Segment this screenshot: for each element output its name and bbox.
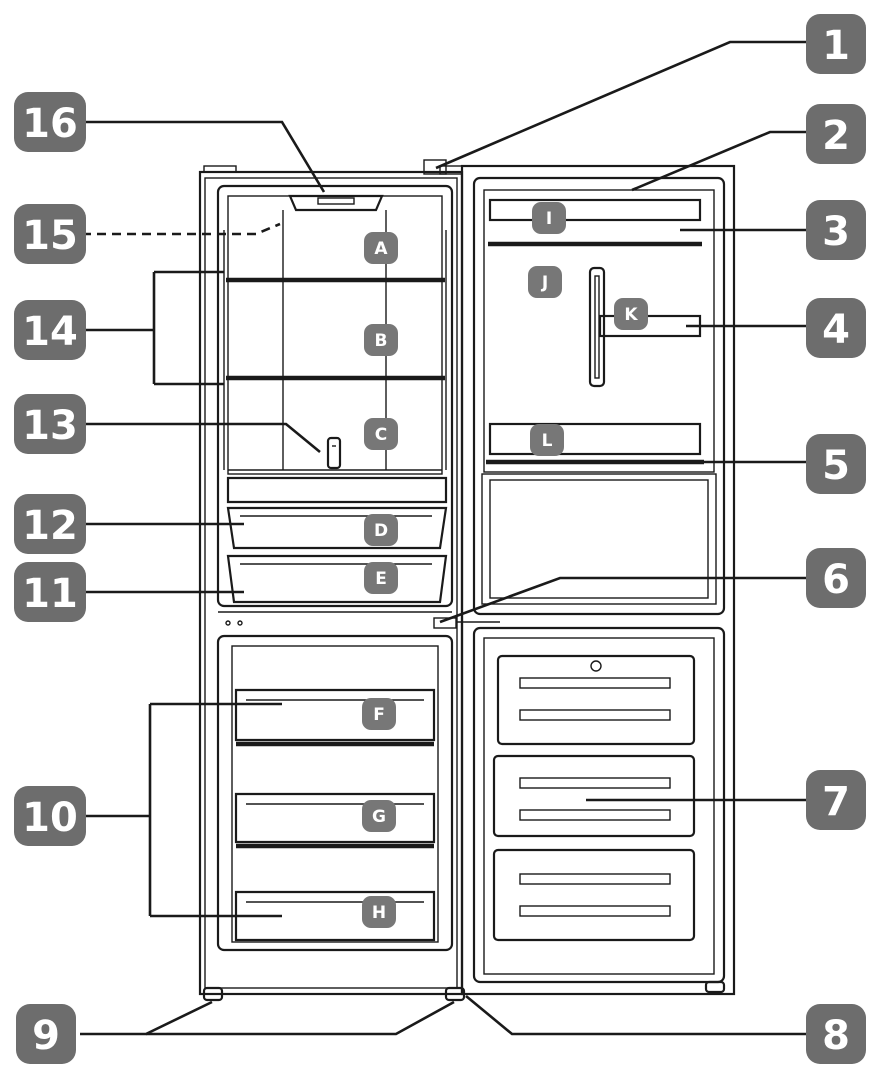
callout-label: 7 <box>822 779 850 825</box>
zone-label: K <box>624 305 638 325</box>
zone-badge-k: K <box>614 298 648 330</box>
zone-label: E <box>375 569 387 589</box>
callout-label: 9 <box>32 1013 60 1059</box>
callout-badges: 1 2 3 4 5 6 7 8 <box>14 14 866 1064</box>
callout-badge-5: 5 <box>806 434 866 494</box>
callout-label: 3 <box>822 209 850 255</box>
zone-badge-l: L <box>530 424 564 456</box>
callout-label: 5 <box>822 443 850 489</box>
zone-label: D <box>374 521 388 541</box>
zone-badge-a: A <box>364 232 398 264</box>
callout-badge-1: 1 <box>806 14 866 74</box>
callout-label: 10 <box>22 795 78 841</box>
zone-badge-c: C <box>364 418 398 450</box>
callout-label: 13 <box>22 403 78 449</box>
callout-badge-8: 8 <box>806 1004 866 1064</box>
zone-badge-b: B <box>364 324 398 356</box>
callout-label: 15 <box>22 213 78 259</box>
callout-badge-2: 2 <box>806 104 866 164</box>
zone-badge-d: D <box>364 514 398 546</box>
zone-label: A <box>374 239 388 259</box>
zone-label: L <box>542 431 553 451</box>
leader-lines <box>80 40 806 1036</box>
zone-label: J <box>541 273 548 293</box>
callout-label: 1 <box>822 23 850 69</box>
zone-label: B <box>375 331 388 351</box>
callout-badge-9: 9 <box>16 1004 76 1064</box>
cabinet <box>198 165 466 1002</box>
callout-badge-4: 4 <box>806 298 866 358</box>
zone-label: C <box>375 425 387 445</box>
callout-label: 6 <box>822 557 850 603</box>
door <box>423 159 736 996</box>
callout-label: 8 <box>822 1013 850 1059</box>
callout-badge-15: 15 <box>14 204 86 264</box>
zone-badge-j: J <box>528 266 562 298</box>
zone-badge-g: G <box>362 800 396 832</box>
callout-label: 2 <box>822 113 850 159</box>
callout-badge-10: 10 <box>14 786 86 846</box>
zone-label: F <box>373 705 385 725</box>
zone-label: H <box>372 903 386 923</box>
callout-label: 12 <box>22 503 78 549</box>
callout-label: 4 <box>822 307 850 353</box>
callout-badge-6: 6 <box>806 548 866 608</box>
callout-badge-11: 11 <box>14 562 86 622</box>
zone-badge-h: H <box>362 896 396 928</box>
zone-badge-e: E <box>364 562 398 594</box>
callout-label: 11 <box>22 571 78 617</box>
callout-badge-3: 3 <box>806 200 866 260</box>
zone-label: I <box>546 209 552 229</box>
callout-badge-7: 7 <box>806 770 866 830</box>
zone-label: G <box>372 807 386 827</box>
callout-badge-16: 16 <box>14 92 86 152</box>
zone-badges: A B C D E F G H <box>362 202 648 928</box>
zone-badge-i: I <box>532 202 566 234</box>
callout-label: 16 <box>22 101 78 147</box>
zone-badge-f: F <box>362 698 396 730</box>
callout-badge-13: 13 <box>14 394 86 454</box>
callout-label: 14 <box>22 309 78 355</box>
callout-badge-12: 12 <box>14 494 86 554</box>
callout-badge-14: 14 <box>14 300 86 360</box>
